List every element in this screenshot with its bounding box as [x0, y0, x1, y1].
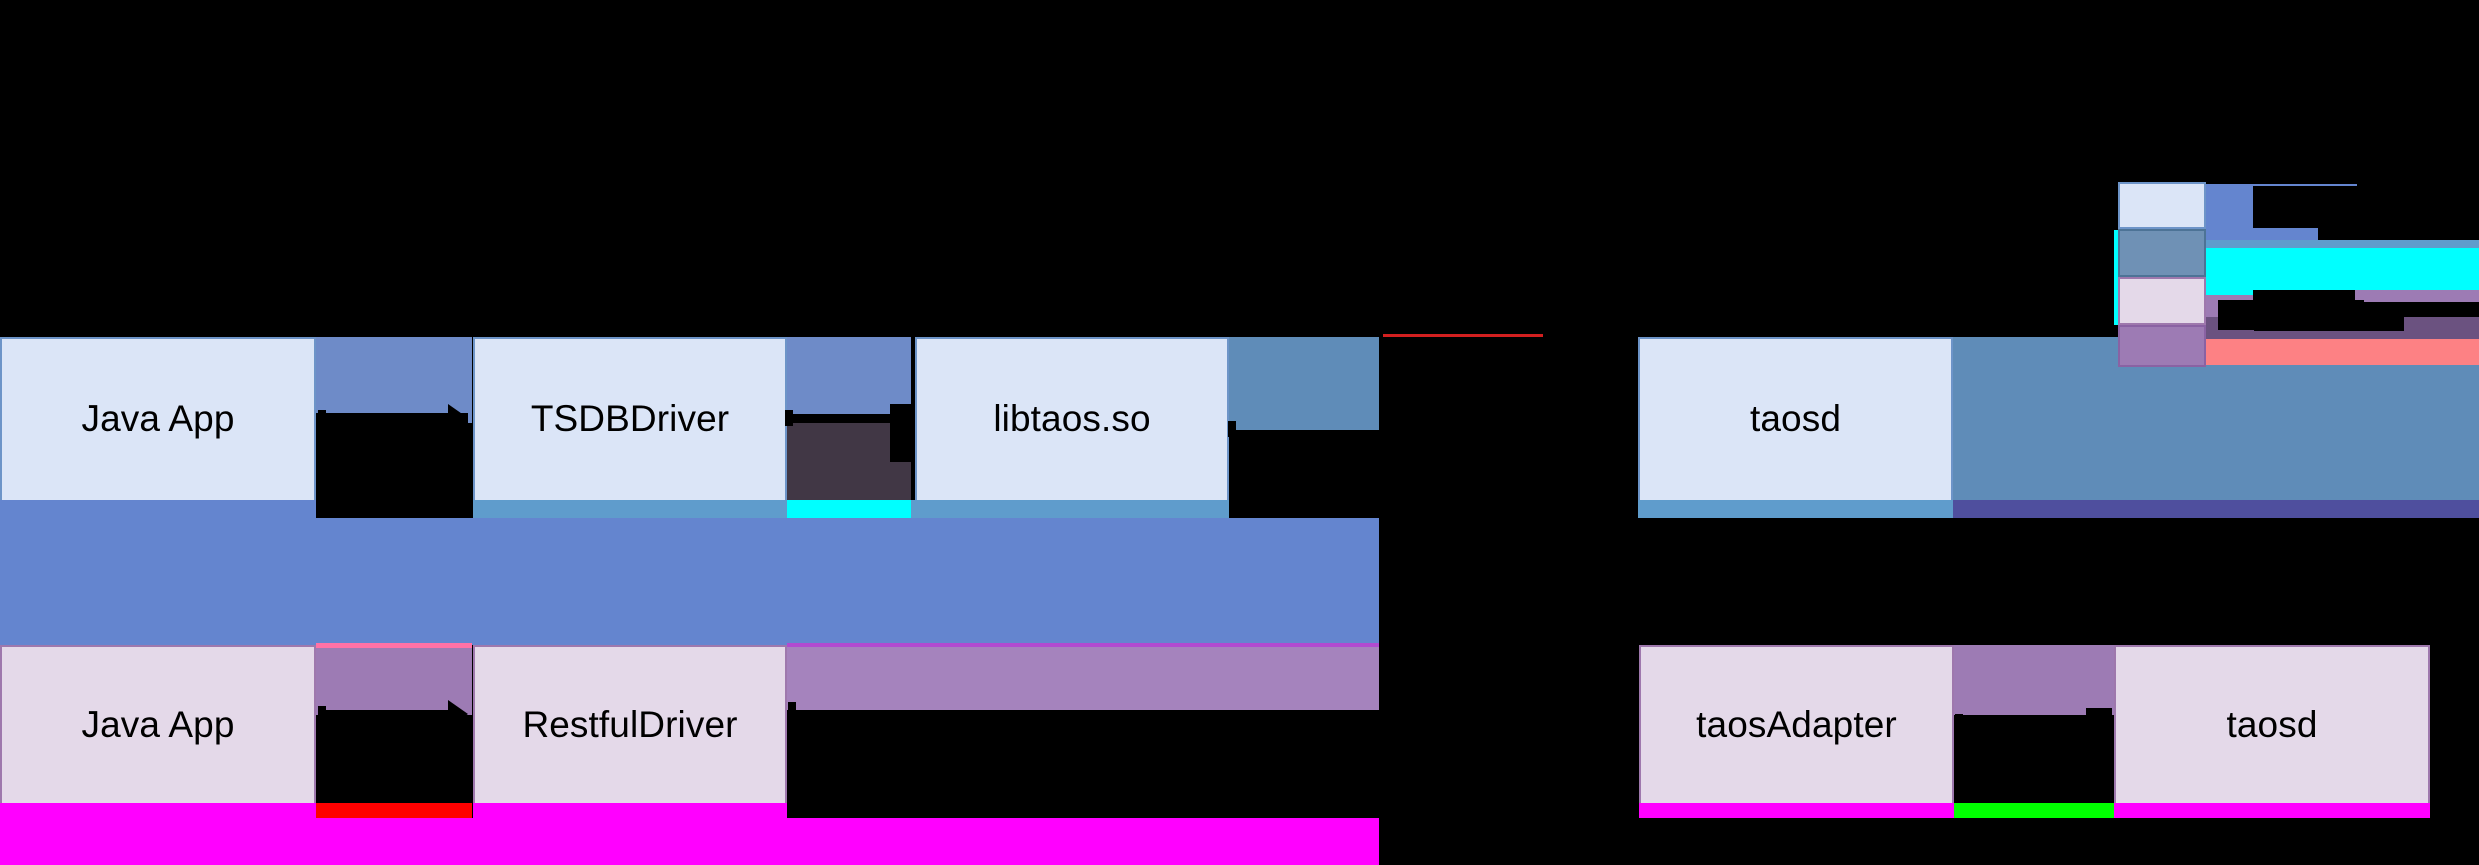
legend-swatch-steel-2 — [2118, 229, 2206, 277]
native-group-band — [0, 518, 1379, 645]
native-rail-light-left — [0, 500, 316, 523]
native-gap-block-3 — [1227, 337, 1379, 431]
node-label-libtaos: libtaos.so — [993, 398, 1151, 440]
rest-row-top-rule-violet — [787, 643, 1379, 647]
legend-group — [0, 0, 2479, 380]
arrow-restfuldriver-to-taosadapter — [788, 698, 1380, 724]
legend-swatch-native-2 — [2118, 182, 2206, 229]
rest-arrow2-label-occluder — [787, 710, 1379, 805]
rest-rail-magenta-left — [0, 803, 316, 818]
rest-gap-occluder-right — [1379, 645, 1639, 805]
native-arrow3-label-occluder — [1227, 430, 1379, 523]
native-band-right-occluder — [1379, 518, 2479, 645]
arrow-libtaos-to-taosd — [1228, 417, 1378, 443]
node-tsdb-driver[interactable]: TSDBDriver — [473, 337, 787, 502]
rest-rail-magenta-mid — [473, 803, 787, 818]
native-gap-block-1 — [316, 337, 472, 423]
arrow-java-app-to-restfuldriver — [318, 700, 473, 730]
node-label-java-app-native: Java App — [81, 398, 235, 440]
arrow-shaft-1 — [322, 414, 450, 423]
node-java-app-native[interactable]: Java App — [0, 337, 316, 502]
rest-group-slab-right-occluder — [1379, 818, 2479, 865]
node-label-java-app-rest: Java App — [81, 703, 235, 745]
legend-left-steel-nub — [2080, 338, 2118, 360]
node-libtaos[interactable]: libtaos.so — [915, 337, 1229, 502]
rest-arrow1-label-occluder — [316, 715, 472, 805]
legend-bar-violet-tail — [2355, 290, 2479, 302]
arrow-tail-dot-r2 — [788, 702, 796, 718]
legend-violetdark-occluder-b — [2254, 317, 2404, 331]
legend-bar-cyan-2 — [2205, 248, 2479, 295]
title-area-occluder — [0, 0, 2479, 334]
node-label-taosd-rest: taosd — [2226, 703, 2318, 745]
node-label-taosd-native: taosd — [1749, 398, 1841, 440]
native-rail-taosd-right-indigo — [1953, 500, 2479, 523]
native-rail-light-mid2 — [911, 500, 1229, 523]
node-java-app-rest[interactable]: Java App — [0, 645, 316, 805]
node-label-restful-driver: RestfulDriver — [522, 703, 738, 745]
legend-cyan-edge-strip — [2114, 230, 2118, 325]
legend-swatch-violet-2 — [2118, 325, 2206, 367]
arrow-head-1 — [448, 404, 468, 432]
rest-arrow3-stub-occluder — [2086, 708, 2112, 764]
rest-rail-red-accent — [316, 803, 472, 818]
arrow-tail-dot-3 — [1228, 421, 1236, 437]
native-arrow1-label-occluder — [316, 413, 468, 503]
node-taosd-native[interactable]: taosd — [1638, 337, 1953, 502]
rest-rail-magenta-adapter — [1639, 803, 1954, 818]
native-rail-light-mid — [473, 500, 787, 523]
node-taosd-rest[interactable]: taosd — [2114, 645, 2430, 805]
arrow-shaft-2 — [789, 414, 893, 423]
group-gap-red-rule — [1383, 334, 1543, 337]
rest-group-magenta-slab — [0, 818, 1379, 865]
node-taos-adapter[interactable]: taosAdapter — [1639, 645, 1954, 805]
arrow-shaft-r1 — [322, 710, 450, 719]
node-label-tsdb-driver: TSDBDriver — [530, 398, 730, 440]
rest-rail-green-accent — [1954, 803, 2114, 818]
native-arrow2-stub-occluder — [890, 404, 918, 462]
node-restful-driver[interactable]: RestfulDriver — [473, 645, 787, 805]
rest-rail-magenta-taosd — [2114, 803, 2430, 818]
legend-swatch-rest-2 — [2118, 277, 2206, 325]
arrow-head-r1 — [448, 700, 468, 728]
arrow-java-app-to-tsdbdriver — [318, 404, 473, 434]
rest-row-top-rule-pink — [316, 643, 472, 648]
node-label-taos-adapter: taosAdapter — [1696, 703, 1897, 745]
legend-bar-salmon-2 — [2205, 339, 2479, 365]
arrow-shaft-r3 — [1959, 718, 2089, 727]
legend-bar-cyan-edge-2 — [2205, 240, 2479, 248]
native-arrow2-cyan-accent — [786, 500, 911, 523]
legend-native-occluder-b — [2318, 186, 2479, 244]
native-rail-taosd — [1638, 500, 1953, 523]
